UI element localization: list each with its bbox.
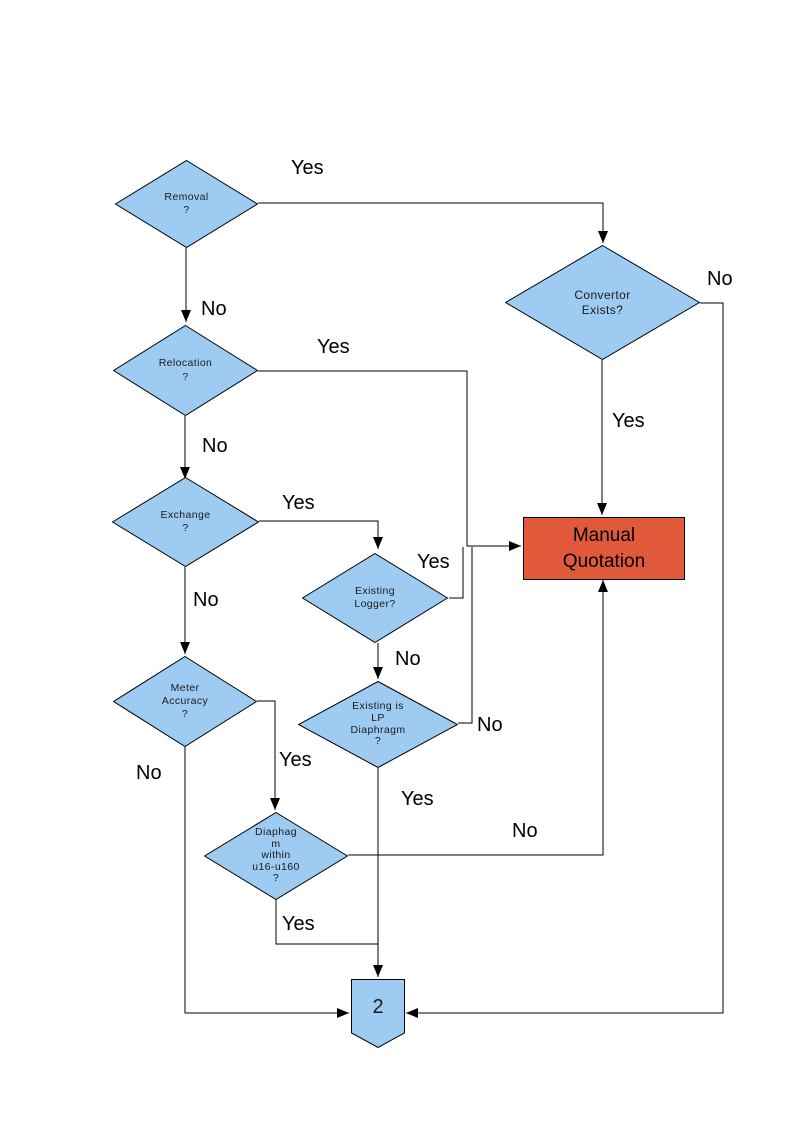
decision-existing-logger: Existing Logger?	[302, 553, 448, 643]
edge-exchange-yes	[259, 520, 383, 549]
edge-label-removal-no: No	[201, 298, 227, 320]
decision-removal: Removal ?	[115, 160, 258, 248]
edge-label-removal-yes: Yes	[291, 157, 324, 179]
edge-label-existing-logger-no: No	[395, 648, 421, 670]
process-manual-quotation: Manual Quotation	[523, 517, 685, 580]
edge-label-lp-diaphragm-no: No	[477, 714, 503, 736]
edge-meter-accuracy-yes	[257, 700, 280, 810]
decision-existing-lp-diaphragm: Existing is LP Diaphragm ?	[298, 681, 458, 768]
decision-meter-accuracy: Meter Accuracy ?	[113, 656, 257, 747]
edge-label-exchange-yes: Yes	[282, 492, 315, 514]
offpage-connector-2: 2	[351, 979, 405, 1048]
edge-label-exchange-no: No	[193, 589, 219, 611]
decision-convertor-exists: Convertor Exists?	[505, 245, 700, 360]
edge-label-diaphragm-range-yes: Yes	[282, 913, 315, 935]
edge-label-existing-logger-yes: Yes	[417, 551, 450, 573]
edge-relocation-yes	[258, 370, 521, 551]
edge-label-convertor-no: No	[707, 268, 733, 290]
decision-exchange-label: Exchange ?	[160, 508, 211, 534]
decision-meter-accuracy-label: Meter Accuracy ?	[161, 681, 209, 721]
offpage-connector-2-label: 2	[372, 996, 384, 1018]
edge-label-relocation-no: No	[202, 435, 228, 457]
edge-label-relocation-yes: Yes	[317, 336, 350, 358]
decision-existing-lp-diaphragm-label: Existing is LP Diaphragm ?	[350, 700, 406, 748]
edge-diaphragm-range-yes	[275, 900, 378, 945]
edge-label-meter-accuracy-yes: Yes	[279, 749, 312, 771]
decision-convertor-exists-label: Convertor Exists?	[574, 287, 631, 317]
decision-existing-logger-label: Existing Logger?	[354, 584, 396, 610]
edge-diaphragm-range-no	[348, 580, 608, 856]
decision-relocation: Relocation ?	[113, 325, 258, 416]
decision-relocation-label: Relocation ?	[158, 357, 213, 383]
decision-diaphragm-range-label: Diaphag m within u16-u160 ?	[252, 826, 300, 885]
edge-removal-yes	[258, 202, 608, 243]
edge-meter-accuracy-no	[184, 747, 349, 1018]
edge-convertor-no	[406, 302, 724, 1018]
edge-label-meter-accuracy-no: No	[136, 762, 162, 784]
decision-exchange: Exchange ?	[112, 477, 259, 567]
decision-diaphragm-range: Diaphag m within u16-u160 ?	[204, 812, 348, 900]
edge-label-lp-diaphragm-yes: Yes	[401, 788, 434, 810]
edge-lp-diaphragm-no	[458, 547, 473, 724]
edge-label-diaphragm-range-no: No	[512, 820, 538, 842]
decision-removal-label: Removal ?	[164, 190, 209, 216]
edge-label-convertor-yes: Yes	[612, 410, 645, 432]
edge-existing-logger-yes	[449, 547, 464, 599]
